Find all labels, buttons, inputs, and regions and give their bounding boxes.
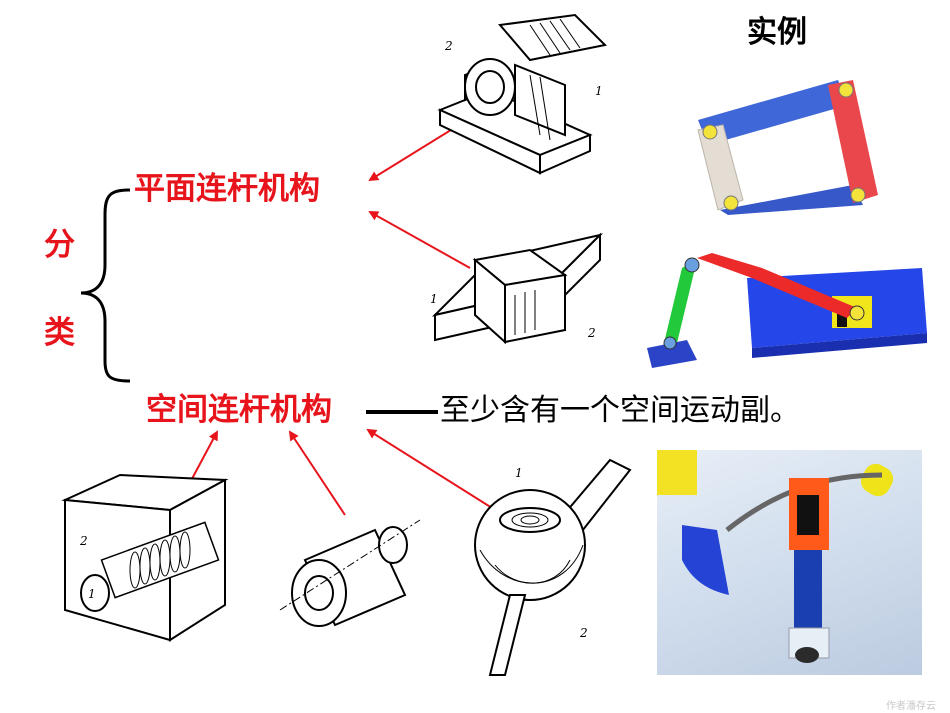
classification-char-2: 类 (44, 315, 75, 351)
screw-label-2: 2 (79, 534, 88, 548)
bearing-label-2: 2 (444, 39, 453, 53)
classification-char-1: 分 (44, 227, 75, 263)
arrow-cylinder-to-spatial (288, 430, 346, 516)
planar-linkage-title: 平面连杆机构 (134, 171, 320, 207)
prismatic-slider-drawing: 1 2 (430, 232, 604, 345)
helical-screw-drawing: 2 1 (61, 473, 229, 642)
spherical-pair-drawing: 1 2 (474, 458, 632, 676)
cylindrical-pair-drawing (279, 519, 421, 627)
spatial-linkage-title: 空间连杆机构 (146, 392, 332, 428)
four-bar-linkage-image (697, 80, 878, 215)
arrow-sphere-to-spatial (366, 428, 501, 514)
spherical-label-2: 2 (579, 626, 588, 640)
spatial-linkage-photo (657, 450, 922, 675)
slider-label-1: 1 (430, 292, 438, 306)
slider-crank-image (647, 253, 927, 368)
revolute-bearing-drawing: 2 1 (437, 13, 608, 175)
heading-examples: 实例 (747, 15, 807, 50)
bearing-label-1: 1 (595, 84, 603, 98)
definition-dash (366, 410, 438, 414)
author-watermark: 作者潘存云 (886, 701, 936, 712)
slider-label-2: 2 (587, 326, 596, 340)
arrow-slider-to-planar (368, 211, 471, 269)
classification-brace (80, 188, 131, 383)
spatial-linkage-definition: 至少含有一个空间运动副。 (440, 393, 800, 428)
spherical-label-1: 1 (515, 466, 523, 480)
screw-label-1: 1 (88, 587, 96, 601)
